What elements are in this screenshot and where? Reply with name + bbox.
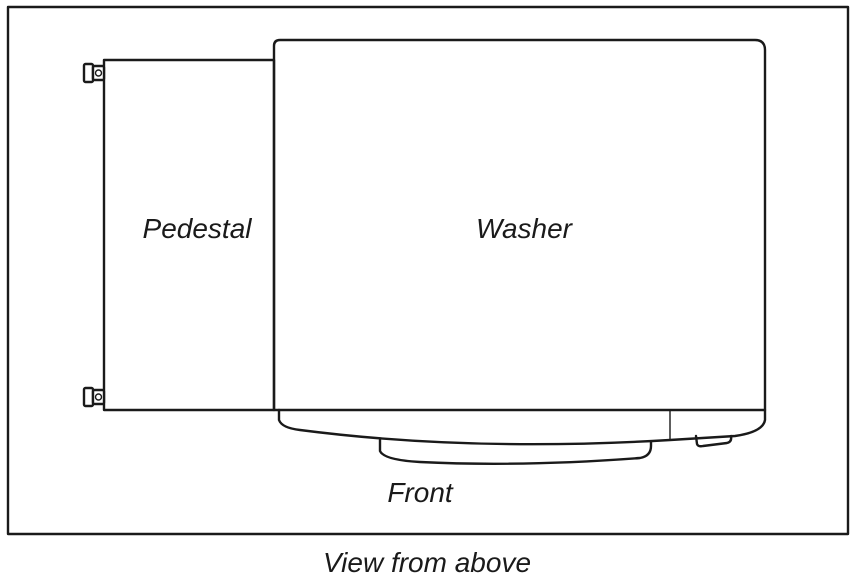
- washer-front-console: [277, 408, 767, 446]
- diagram-caption: View from above: [323, 547, 531, 578]
- washer-door: [378, 438, 653, 465]
- washer-label: Washer: [476, 213, 574, 244]
- front-label: Front: [387, 477, 454, 508]
- washer-handle: [694, 434, 733, 448]
- diagram-frame: [6, 5, 850, 536]
- pedestal-label: Pedestal: [143, 213, 253, 244]
- bracket-bottom: [82, 386, 106, 408]
- bracket-top: [82, 62, 106, 84]
